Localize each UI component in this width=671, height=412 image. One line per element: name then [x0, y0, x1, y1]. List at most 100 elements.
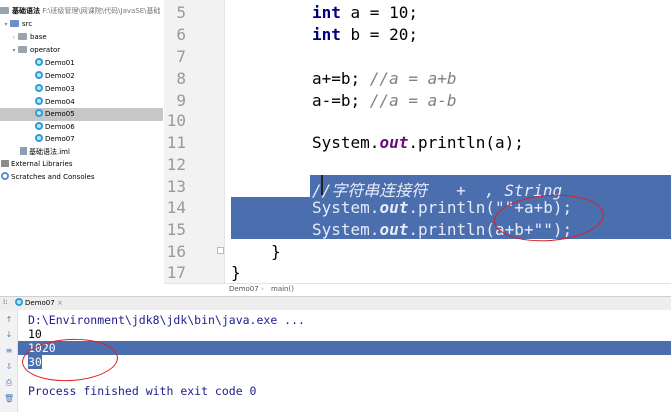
tree-root-row[interactable]: 基础语法 F:\班级管理\网课院\代码\JavaSE\基础 [0, 5, 163, 18]
static-field-out: out [379, 133, 409, 152]
line-number: 13 [166, 177, 186, 196]
code-comment: //a = a-b [369, 91, 457, 110]
text-caret [321, 175, 323, 195]
code-text: b = 20; [340, 25, 418, 44]
package-folder-icon [18, 33, 27, 40]
java-class-icon [35, 84, 43, 92]
code-line-9: a-=b; //a = a-b [312, 91, 457, 110]
selection-band-line13 [310, 175, 671, 197]
tree-item-demo01[interactable]: Demo01 [0, 57, 163, 70]
tree-item-src[interactable]: ▾ src [0, 18, 163, 31]
run-label: ⁞: [3, 298, 8, 306]
chevron-down-icon[interactable]: ▾ [4, 21, 8, 28]
tree-root-name: 基础语法 [12, 7, 40, 15]
console-command: D:\Environment\jdk8\jdk\bin\java.exe ... [28, 313, 305, 327]
tree-item-label: Demo01 [45, 59, 75, 67]
chevron-right-icon[interactable]: › [12, 34, 16, 41]
soft-wrap-icon[interactable]: ≡ [5, 346, 13, 355]
chevron-down-icon[interactable]: ▾ [12, 47, 16, 54]
line-number: 16 [166, 242, 186, 261]
tree-item-label: External Libraries [11, 160, 73, 168]
console-output-line: 10 [28, 327, 42, 341]
run-tab[interactable]: Demo07 × [15, 298, 63, 307]
line-number: 17 [166, 263, 186, 282]
line-number: 15 [166, 220, 186, 239]
gutter-separator [224, 0, 225, 283]
package-folder-icon [18, 46, 27, 53]
tree-item-label: Demo05 [45, 110, 75, 118]
code-line-6: int b = 20; [312, 25, 418, 44]
code-line-5: int a = 10; [312, 3, 418, 22]
code-text: a = 10; [340, 3, 418, 22]
tree-item-label: Demo07 [45, 135, 75, 143]
line-number: 8 [176, 69, 186, 88]
tree-item-label: src [22, 20, 33, 28]
tree-item-label: Demo06 [45, 123, 75, 131]
tree-item-demo02[interactable]: Demo02 [0, 70, 163, 83]
code-comment: //a = a+b [369, 69, 457, 88]
down-arrow-icon[interactable]: ↓ [5, 330, 13, 339]
java-class-icon [35, 134, 43, 142]
library-icon [1, 160, 9, 167]
line-number: 11 [166, 133, 186, 152]
code-text: .println(""+a+b); [408, 198, 573, 217]
static-field-out: out [379, 220, 409, 239]
code-text: a-=b; [312, 91, 370, 110]
tree-item-label: operator [30, 46, 61, 54]
java-class-icon [35, 71, 43, 79]
selection-band-lines14-15 [231, 197, 671, 239]
code-text: a+=b; [312, 69, 370, 88]
code-text: .println(a+b+""); [408, 220, 573, 239]
code-line-15: System.out.println(a+b+""); [312, 220, 572, 239]
console-output-line: 30 [28, 355, 42, 369]
print-icon[interactable]: ⎙ [5, 378, 13, 387]
tree-item-base[interactable]: › base [0, 31, 163, 44]
code-line-11: System.out.println(a); [312, 133, 524, 152]
line-number-gutter [164, 0, 224, 283]
breadcrumb-method[interactable]: main() [271, 285, 294, 293]
java-class-icon [35, 58, 43, 66]
breadcrumb-separator: › [261, 285, 264, 293]
tree-item-label: 基础语法.iml [29, 148, 70, 156]
module-folder-icon [0, 7, 9, 14]
code-line-8: a+=b; //a = a+b [312, 69, 457, 88]
line-number: 10 [166, 111, 186, 130]
tree-item-label: Demo04 [45, 98, 75, 106]
tree-item-demo06[interactable]: Demo06 [0, 121, 163, 134]
code-text: System. [312, 198, 380, 217]
line-number: 6 [176, 25, 186, 44]
code-editor[interactable]: 5 6 7 8 9 10 11 12 13 14 15 16 17 int a … [164, 0, 671, 296]
console-output-line: 1020 [28, 341, 56, 355]
source-folder-icon [10, 20, 19, 27]
tree-item-demo05[interactable]: Demo05 [0, 108, 163, 121]
tree-item-demo07[interactable]: Demo07 [0, 133, 163, 146]
project-tree-panel: 基础语法 F:\班级管理\网课院\代码\JavaSE\基础 ▾ src › base… [0, 0, 163, 296]
close-icon[interactable]: × [56, 299, 63, 307]
trash-icon[interactable]: 🗑 [4, 394, 15, 403]
tree-item-external-libraries[interactable]: External Libraries [0, 158, 163, 171]
fold-marker-icon[interactable] [217, 247, 224, 254]
tree-item-operator[interactable]: ▾ operator [0, 44, 163, 57]
tree-item-scratches[interactable]: Scratches and Consoles [0, 171, 163, 184]
console-output[interactable]: D:\Environment\jdk8\jdk\bin\java.exe ...… [18, 310, 671, 412]
tree-item-iml[interactable]: 基础语法.iml [0, 146, 163, 159]
tree-item-label: base [30, 33, 47, 41]
line-number: 12 [166, 155, 186, 174]
up-arrow-icon[interactable]: ↑ [5, 315, 13, 324]
tree-root-path: F:\班级管理\网课院\代码\JavaSE\基础 [42, 7, 161, 15]
code-text: .println(a); [408, 133, 524, 152]
code-line-17: } [231, 263, 241, 282]
java-class-icon [35, 122, 43, 130]
tree-item-label: Scratches and Consoles [11, 173, 95, 181]
console-exit-message: Process finished with exit code 0 [28, 384, 257, 398]
breadcrumb-class[interactable]: Demo07 [229, 285, 259, 293]
tree-item-demo03[interactable]: Demo03 [0, 83, 163, 96]
module-file-icon [20, 147, 27, 155]
tree-item-demo04[interactable]: Demo04 [0, 96, 163, 109]
tree-item-label: Demo03 [45, 85, 75, 93]
line-number: 9 [176, 91, 186, 110]
line-number: 5 [176, 3, 186, 22]
run-panel-header: ⁞: Demo07 × [0, 296, 671, 310]
scroll-to-end-icon[interactable]: ⇩ [5, 362, 13, 371]
breadcrumb: Demo07 › main() [164, 283, 671, 296]
